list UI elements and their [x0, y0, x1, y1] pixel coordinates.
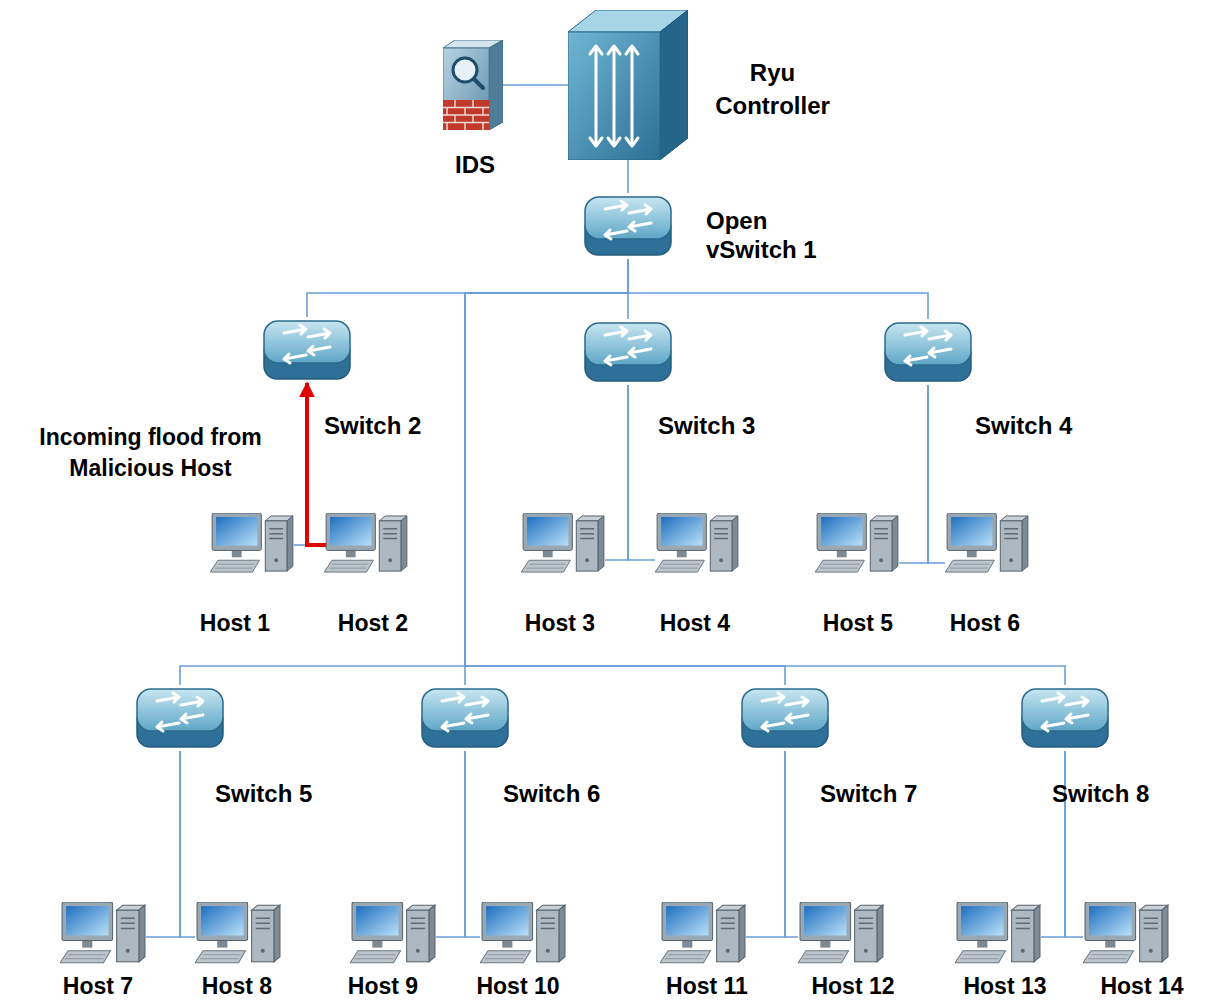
network-link — [899, 385, 928, 563]
node-label: Host 2 — [313, 609, 433, 637]
network-link — [627, 160, 629, 193]
switch-node: Switch 3 — [583, 319, 673, 385]
host-computer-icon — [655, 513, 739, 577]
switch-icon — [1020, 685, 1110, 751]
node-label: Host 11 — [647, 972, 767, 1000]
switch-icon — [583, 193, 673, 259]
network-link — [628, 385, 655, 560]
node-label: Host 5 — [798, 609, 918, 637]
node-label: Host 9 — [323, 972, 443, 1000]
node-label: Host 10 — [458, 972, 578, 1000]
host-computer-icon — [60, 902, 146, 968]
node-label: Host 4 — [635, 609, 755, 637]
switch-icon — [420, 685, 510, 751]
ryu-node: Ryu Controller — [568, 10, 688, 160]
host-node: Host 12 — [798, 902, 884, 968]
node-label: Host 6 — [925, 609, 1045, 637]
host-computer-icon — [660, 902, 746, 968]
node-label: Host 8 — [177, 972, 297, 1000]
host-computer-icon — [1083, 902, 1169, 968]
network-link — [465, 259, 785, 685]
host-computer-icon — [350, 902, 436, 968]
host-node: Host 4 — [655, 513, 739, 577]
host-computer-icon — [324, 513, 408, 577]
node-label: Switch 6 — [503, 779, 653, 808]
network-link — [746, 751, 785, 937]
node-label: Host 13 — [945, 972, 1065, 1000]
switch-node: Switch 2 — [262, 317, 352, 383]
switch-icon — [135, 685, 225, 751]
host-node: Host 8 — [195, 902, 281, 968]
node-label: IDS — [435, 150, 515, 179]
network-link — [785, 751, 798, 937]
node-label: Switch 5 — [215, 779, 365, 808]
network-link — [503, 84, 568, 86]
annotation-label: Incoming flood from Malicious Host — [8, 422, 293, 484]
network-link — [628, 259, 928, 319]
host-node: Host 9 — [350, 902, 436, 968]
host-node: Host 5 — [815, 513, 899, 577]
host-node: Host 10 — [480, 902, 566, 968]
node-label: Host 7 — [38, 972, 158, 1000]
switch-node: Switch 5 — [135, 685, 225, 751]
network-link — [1065, 751, 1083, 937]
switch-node: Open vSwitch 1 — [583, 193, 673, 259]
host-node: Host 13 — [955, 902, 1041, 968]
host-computer-icon — [195, 902, 281, 968]
network-link — [1041, 751, 1065, 937]
host-computer-icon — [815, 513, 899, 577]
node-label: Host 12 — [793, 972, 913, 1000]
switch-icon — [883, 319, 973, 385]
network-link — [180, 751, 195, 937]
host-node: Host 7 — [60, 902, 146, 968]
host-node: Host 11 — [660, 902, 746, 968]
node-label: Switch 2 — [324, 411, 474, 440]
node-label: Switch 8 — [1052, 779, 1202, 808]
switch-node: Switch 4 — [883, 319, 973, 385]
network-link — [465, 751, 480, 937]
node-label: Host 3 — [500, 609, 620, 637]
network-link — [605, 385, 628, 560]
network-link — [436, 751, 465, 937]
ids-server-icon — [443, 40, 503, 130]
node-label: Switch 7 — [820, 779, 970, 808]
host-computer-icon — [210, 513, 294, 577]
host-node: Host 2 — [324, 513, 408, 577]
switch-icon — [262, 317, 352, 383]
node-label: Host 14 — [1082, 972, 1202, 1000]
node-label: Open vSwitch 1 — [706, 206, 856, 264]
controller-icon — [568, 10, 688, 160]
switch-node: Switch 6 — [420, 685, 510, 751]
ids-node: IDS — [443, 40, 503, 130]
network-link — [146, 751, 180, 937]
node-label: Switch 4 — [975, 411, 1125, 440]
node-label: Switch 3 — [658, 411, 808, 440]
host-node: Host 3 — [521, 513, 605, 577]
host-computer-icon — [945, 513, 1029, 577]
host-computer-icon — [480, 902, 566, 968]
node-label: Ryu Controller — [700, 56, 845, 122]
switch-node: Switch 8 — [1020, 685, 1110, 751]
network-link — [928, 385, 945, 563]
host-node: Host 6 — [945, 513, 1029, 577]
host-computer-icon — [955, 902, 1041, 968]
network-link — [465, 259, 1065, 685]
host-computer-icon — [798, 902, 884, 968]
network-link — [307, 259, 628, 317]
host-node: Host 14 — [1083, 902, 1169, 968]
switch-icon — [740, 685, 830, 751]
switch-node: Switch 7 — [740, 685, 830, 751]
host-node: Host 1 — [210, 513, 294, 577]
node-label: Host 1 — [175, 609, 295, 637]
switch-icon — [583, 319, 673, 385]
host-computer-icon — [521, 513, 605, 577]
